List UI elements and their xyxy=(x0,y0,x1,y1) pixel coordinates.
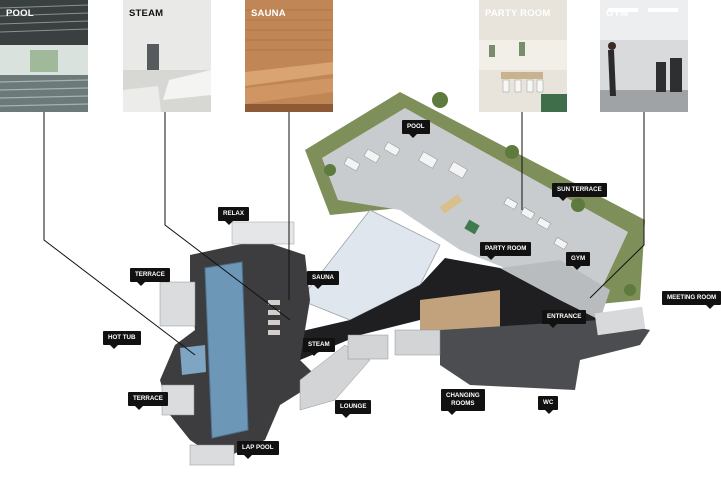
lower-right-rooms xyxy=(440,320,650,390)
gym-photo-image xyxy=(600,0,688,112)
tag-entrance: ENTRANCE xyxy=(542,310,587,328)
gym-floor xyxy=(500,260,610,320)
photo-steam-label: STEAM xyxy=(129,8,164,19)
pool-table xyxy=(464,219,480,235)
leader-lines xyxy=(43,112,645,356)
tag-sun-terrace: SUN TERRACE xyxy=(552,183,607,201)
tag-relax: RELAX xyxy=(218,207,249,225)
tag-changing-rooms: CHANGING ROOMS xyxy=(441,389,485,414)
tag-hot-tub: HOT TUB xyxy=(103,331,141,349)
upper-wing-furniture xyxy=(343,141,589,265)
lap-pool-water xyxy=(204,261,249,439)
tag-sauna: SAUNA xyxy=(307,271,340,289)
photo-steam: STEAM xyxy=(123,0,211,112)
trees xyxy=(324,92,636,296)
lounge-boxes xyxy=(299,329,441,411)
party-room-photo-image xyxy=(479,0,567,112)
left-terrace-boxes xyxy=(159,281,235,466)
relax-room xyxy=(231,221,295,245)
photo-pool: POOL xyxy=(0,0,88,112)
pool-photo-image xyxy=(0,0,88,112)
steam-photo-image xyxy=(123,0,211,112)
photo-gym: GYM xyxy=(600,0,688,112)
tag-steam: STEAM xyxy=(303,338,335,356)
party-room-table xyxy=(439,194,463,214)
tag-terrace-bottom: TERRACE xyxy=(128,392,168,410)
tag-terrace-top: TERRACE xyxy=(130,268,170,286)
changing-block xyxy=(420,290,500,335)
tag-wc: WC xyxy=(538,396,559,414)
tag-meeting-room: MEETING ROOM xyxy=(662,291,721,309)
upper-wing-floor xyxy=(322,108,628,292)
photo-sauna-label: SAUNA xyxy=(251,8,286,19)
photo-sauna: SAUNA xyxy=(245,0,333,112)
sauna-photo-image xyxy=(245,0,333,112)
tag-party-room: PARTY ROOM xyxy=(480,242,532,260)
meeting-room-floor xyxy=(594,306,646,336)
tag-pool: POOL xyxy=(402,120,430,138)
tag-lap-pool: LAP POOL xyxy=(237,441,279,459)
photo-party-room-label: PARTY ROOM xyxy=(485,8,551,19)
photo-party-room: PARTY ROOM xyxy=(479,0,567,112)
photo-gym-label: GYM xyxy=(606,8,629,19)
tag-changing-rooms-text: CHANGING ROOMS xyxy=(446,392,480,407)
tag-lounge: LOUNGE xyxy=(335,400,372,418)
photo-pool-label: POOL xyxy=(6,8,34,19)
tag-gym: GYM xyxy=(566,252,591,270)
pool-deck-chairs xyxy=(268,300,280,335)
hot-tub-water xyxy=(180,345,206,375)
